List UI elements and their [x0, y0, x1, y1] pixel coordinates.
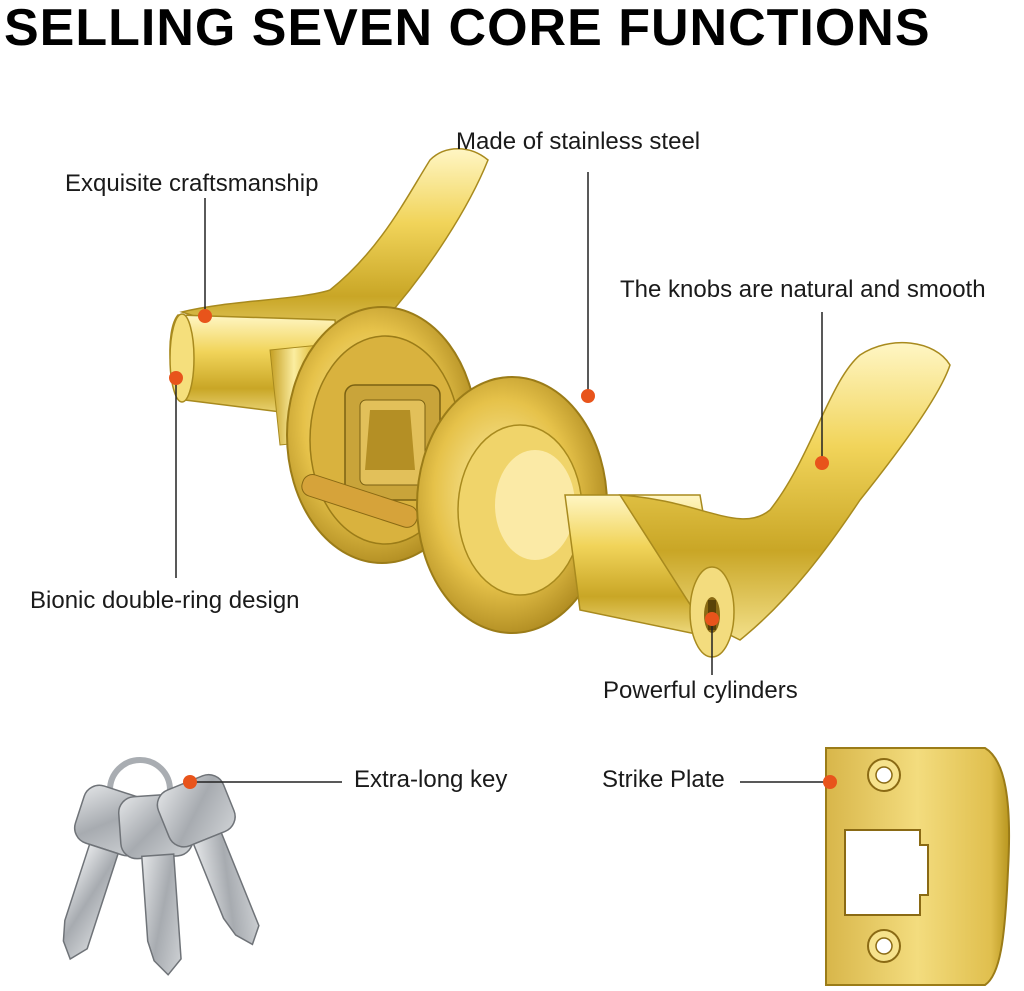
keys: [62, 757, 260, 976]
right-lever: [564, 342, 951, 658]
marker-dot: [705, 612, 719, 626]
marker-dot: [169, 371, 183, 385]
strike-plate: [825, 747, 1011, 986]
callout-strike-plate: Strike Plate: [602, 766, 725, 793]
marker-dot: [823, 775, 837, 789]
callout-stainless-steel: Made of stainless steel: [456, 128, 701, 155]
callout-knobs: The knobs are natural and smooth: [620, 276, 986, 303]
marker-dot: [183, 775, 197, 789]
marker-dot: [198, 309, 212, 323]
leader-lines: [175, 172, 830, 783]
marker-dot: [581, 389, 595, 403]
callout-extra-long-key: Extra-long key: [354, 766, 508, 793]
front-rose: [416, 376, 608, 634]
callout-bionic-ring: Bionic double-ring design: [30, 587, 300, 614]
page-title: SELLING SEVEN CORE FUNCTIONS: [4, 0, 931, 57]
callout-cylinders: Powerful cylinders: [603, 677, 798, 704]
marker-dot: [815, 456, 829, 470]
callout-markers: [169, 309, 837, 789]
callout-craftsmanship: Exquisite craftsmanship: [65, 170, 319, 197]
